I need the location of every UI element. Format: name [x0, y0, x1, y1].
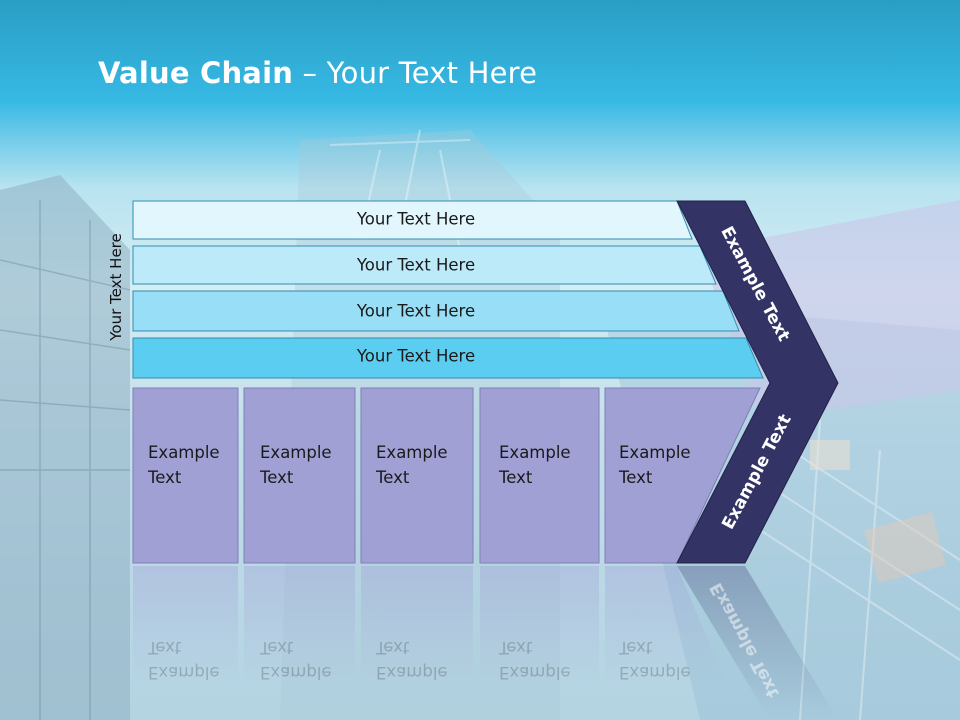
bar-3-label: Your Text Here: [356, 302, 475, 321]
column-4-line1: Example: [499, 443, 571, 462]
column-2-text: Example Text: [260, 440, 332, 490]
column-1: [132, 387, 239, 564]
column-4-text: Example Text: [499, 440, 571, 490]
column-4-reflection: Example Text: [499, 635, 571, 685]
column-1-text: Example Text: [148, 440, 220, 490]
column-2-line1: Example: [260, 443, 332, 462]
column-5-reflection-line1: Example: [619, 663, 691, 682]
slide-title: Value Chain – Your Text Here: [98, 56, 537, 90]
column-5-line2: Text: [619, 468, 653, 487]
column-1-line1: Example: [148, 443, 220, 462]
column-2-line2: Text: [260, 468, 294, 487]
title-bold: Value Chain: [98, 56, 294, 90]
column-3-reflection-line1: Example: [376, 663, 448, 682]
bar-4-label: Your Text Here: [356, 347, 475, 366]
reflection-group: [133, 566, 838, 720]
column-5-reflection-line2: Text: [619, 638, 653, 657]
bar-2-label: Your Text Here: [356, 256, 475, 275]
column-4: [479, 387, 600, 564]
column-4-reflection-line1: Example: [499, 663, 571, 682]
column-3: [360, 387, 474, 564]
column-2-reflection: Example Text: [260, 635, 332, 685]
column-4-line2: Text: [499, 468, 533, 487]
title-rest: – Your Text Here: [293, 56, 538, 90]
column-5-reflection: Example Text: [619, 635, 691, 685]
column-3-reflection-line2: Text: [376, 638, 410, 657]
bar-2: [132, 245, 717, 285]
column-5-text: Example Text: [619, 440, 691, 490]
column-4-reflection-line2: Text: [499, 638, 533, 657]
column-2: [243, 387, 356, 564]
columns-group: [132, 387, 761, 564]
column-1-reflection-line1: Example: [148, 663, 220, 682]
column-2-reflection-line1: Example: [260, 663, 332, 682]
bar-1-label: Your Text Here: [356, 210, 475, 229]
chevron-arrow: [676, 200, 839, 564]
column-1-line2: Text: [148, 468, 182, 487]
bars-group: [132, 200, 764, 379]
column-3-reflection: Example Text: [376, 635, 448, 685]
column-3-line1: Example: [376, 443, 448, 462]
bar-4: [132, 337, 764, 379]
column-1-reflection-line2: Text: [148, 638, 182, 657]
bar-1: [132, 200, 693, 240]
column-3-line2: Text: [376, 468, 410, 487]
column-1-reflection: Example Text: [148, 635, 220, 685]
bar-3: [132, 290, 740, 332]
column-5-line1: Example: [619, 443, 691, 462]
column-2-reflection-line2: Text: [260, 638, 294, 657]
column-3-text: Example Text: [376, 440, 448, 490]
